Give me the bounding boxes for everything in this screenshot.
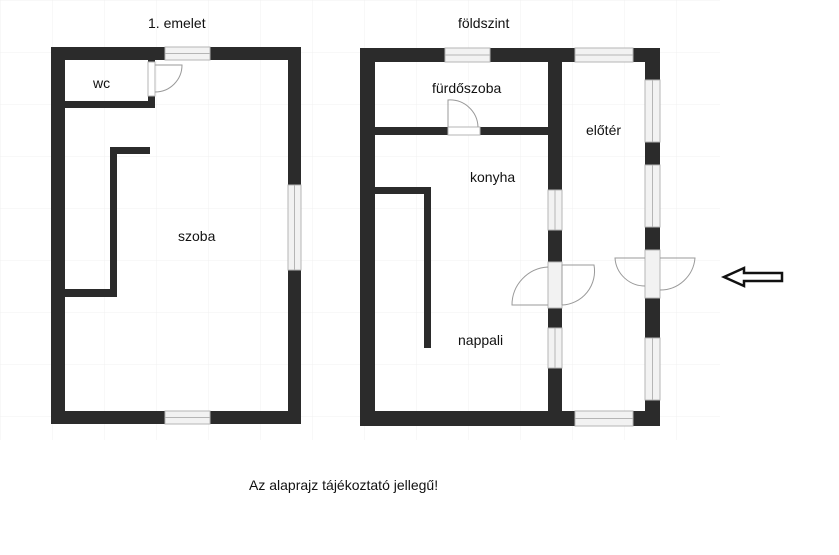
wall xyxy=(51,47,65,424)
wall xyxy=(548,62,562,426)
upper-floor-title: 1. emelet xyxy=(148,15,206,31)
wall xyxy=(110,147,117,297)
upper-floor-plan xyxy=(51,46,302,425)
room-label-szoba: szoba xyxy=(178,228,216,244)
wall xyxy=(65,289,117,297)
door-swing xyxy=(614,257,646,287)
room-label-eloter: előtér xyxy=(586,122,622,138)
door-swing xyxy=(511,266,549,306)
wall xyxy=(65,101,155,108)
room-label-wc: wc xyxy=(93,75,111,91)
door-opening xyxy=(447,126,481,136)
door-swing xyxy=(659,257,696,291)
ground-floor-title: földszint xyxy=(458,15,510,31)
room-label-nappali: nappali xyxy=(458,332,504,348)
door-opening xyxy=(644,249,661,299)
door-swing xyxy=(447,99,479,128)
wall xyxy=(375,187,431,194)
room-label-furdoszoba: fürdőszoba xyxy=(432,80,502,96)
ground-floor-plan xyxy=(360,47,696,427)
disclaimer-note: Az alaprajz tájékoztató jellegű! xyxy=(249,477,439,493)
door-swing xyxy=(154,64,183,93)
room-label-konyha: konyha xyxy=(470,169,516,185)
wall xyxy=(110,147,150,154)
door-opening xyxy=(147,61,156,97)
arrow-left-icon xyxy=(720,266,784,288)
wall xyxy=(424,187,431,348)
wall xyxy=(360,48,375,426)
door-swing xyxy=(561,264,596,306)
door-opening xyxy=(547,261,563,309)
